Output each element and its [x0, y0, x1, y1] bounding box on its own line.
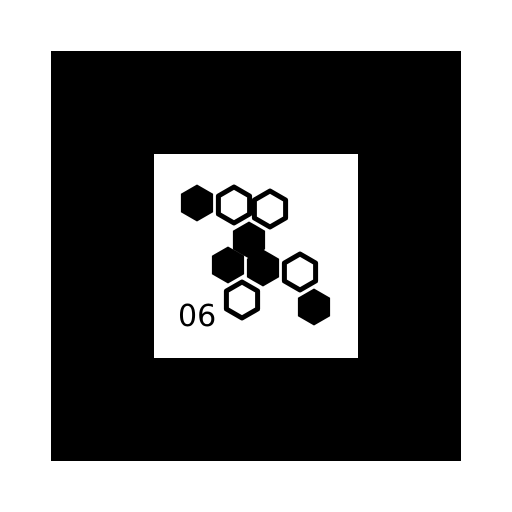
outline-hexagon: [251, 188, 289, 230]
outline-hexagon: [215, 184, 253, 226]
outline-hexagon: [281, 251, 319, 293]
filled-hexagon: [180, 184, 214, 222]
marker-number-label: 06: [178, 299, 217, 334]
filled-hexagon: [297, 288, 331, 326]
filled-hexagon: [246, 249, 280, 287]
outline-hexagon: [223, 279, 261, 321]
filled-hexagon: [211, 246, 245, 284]
